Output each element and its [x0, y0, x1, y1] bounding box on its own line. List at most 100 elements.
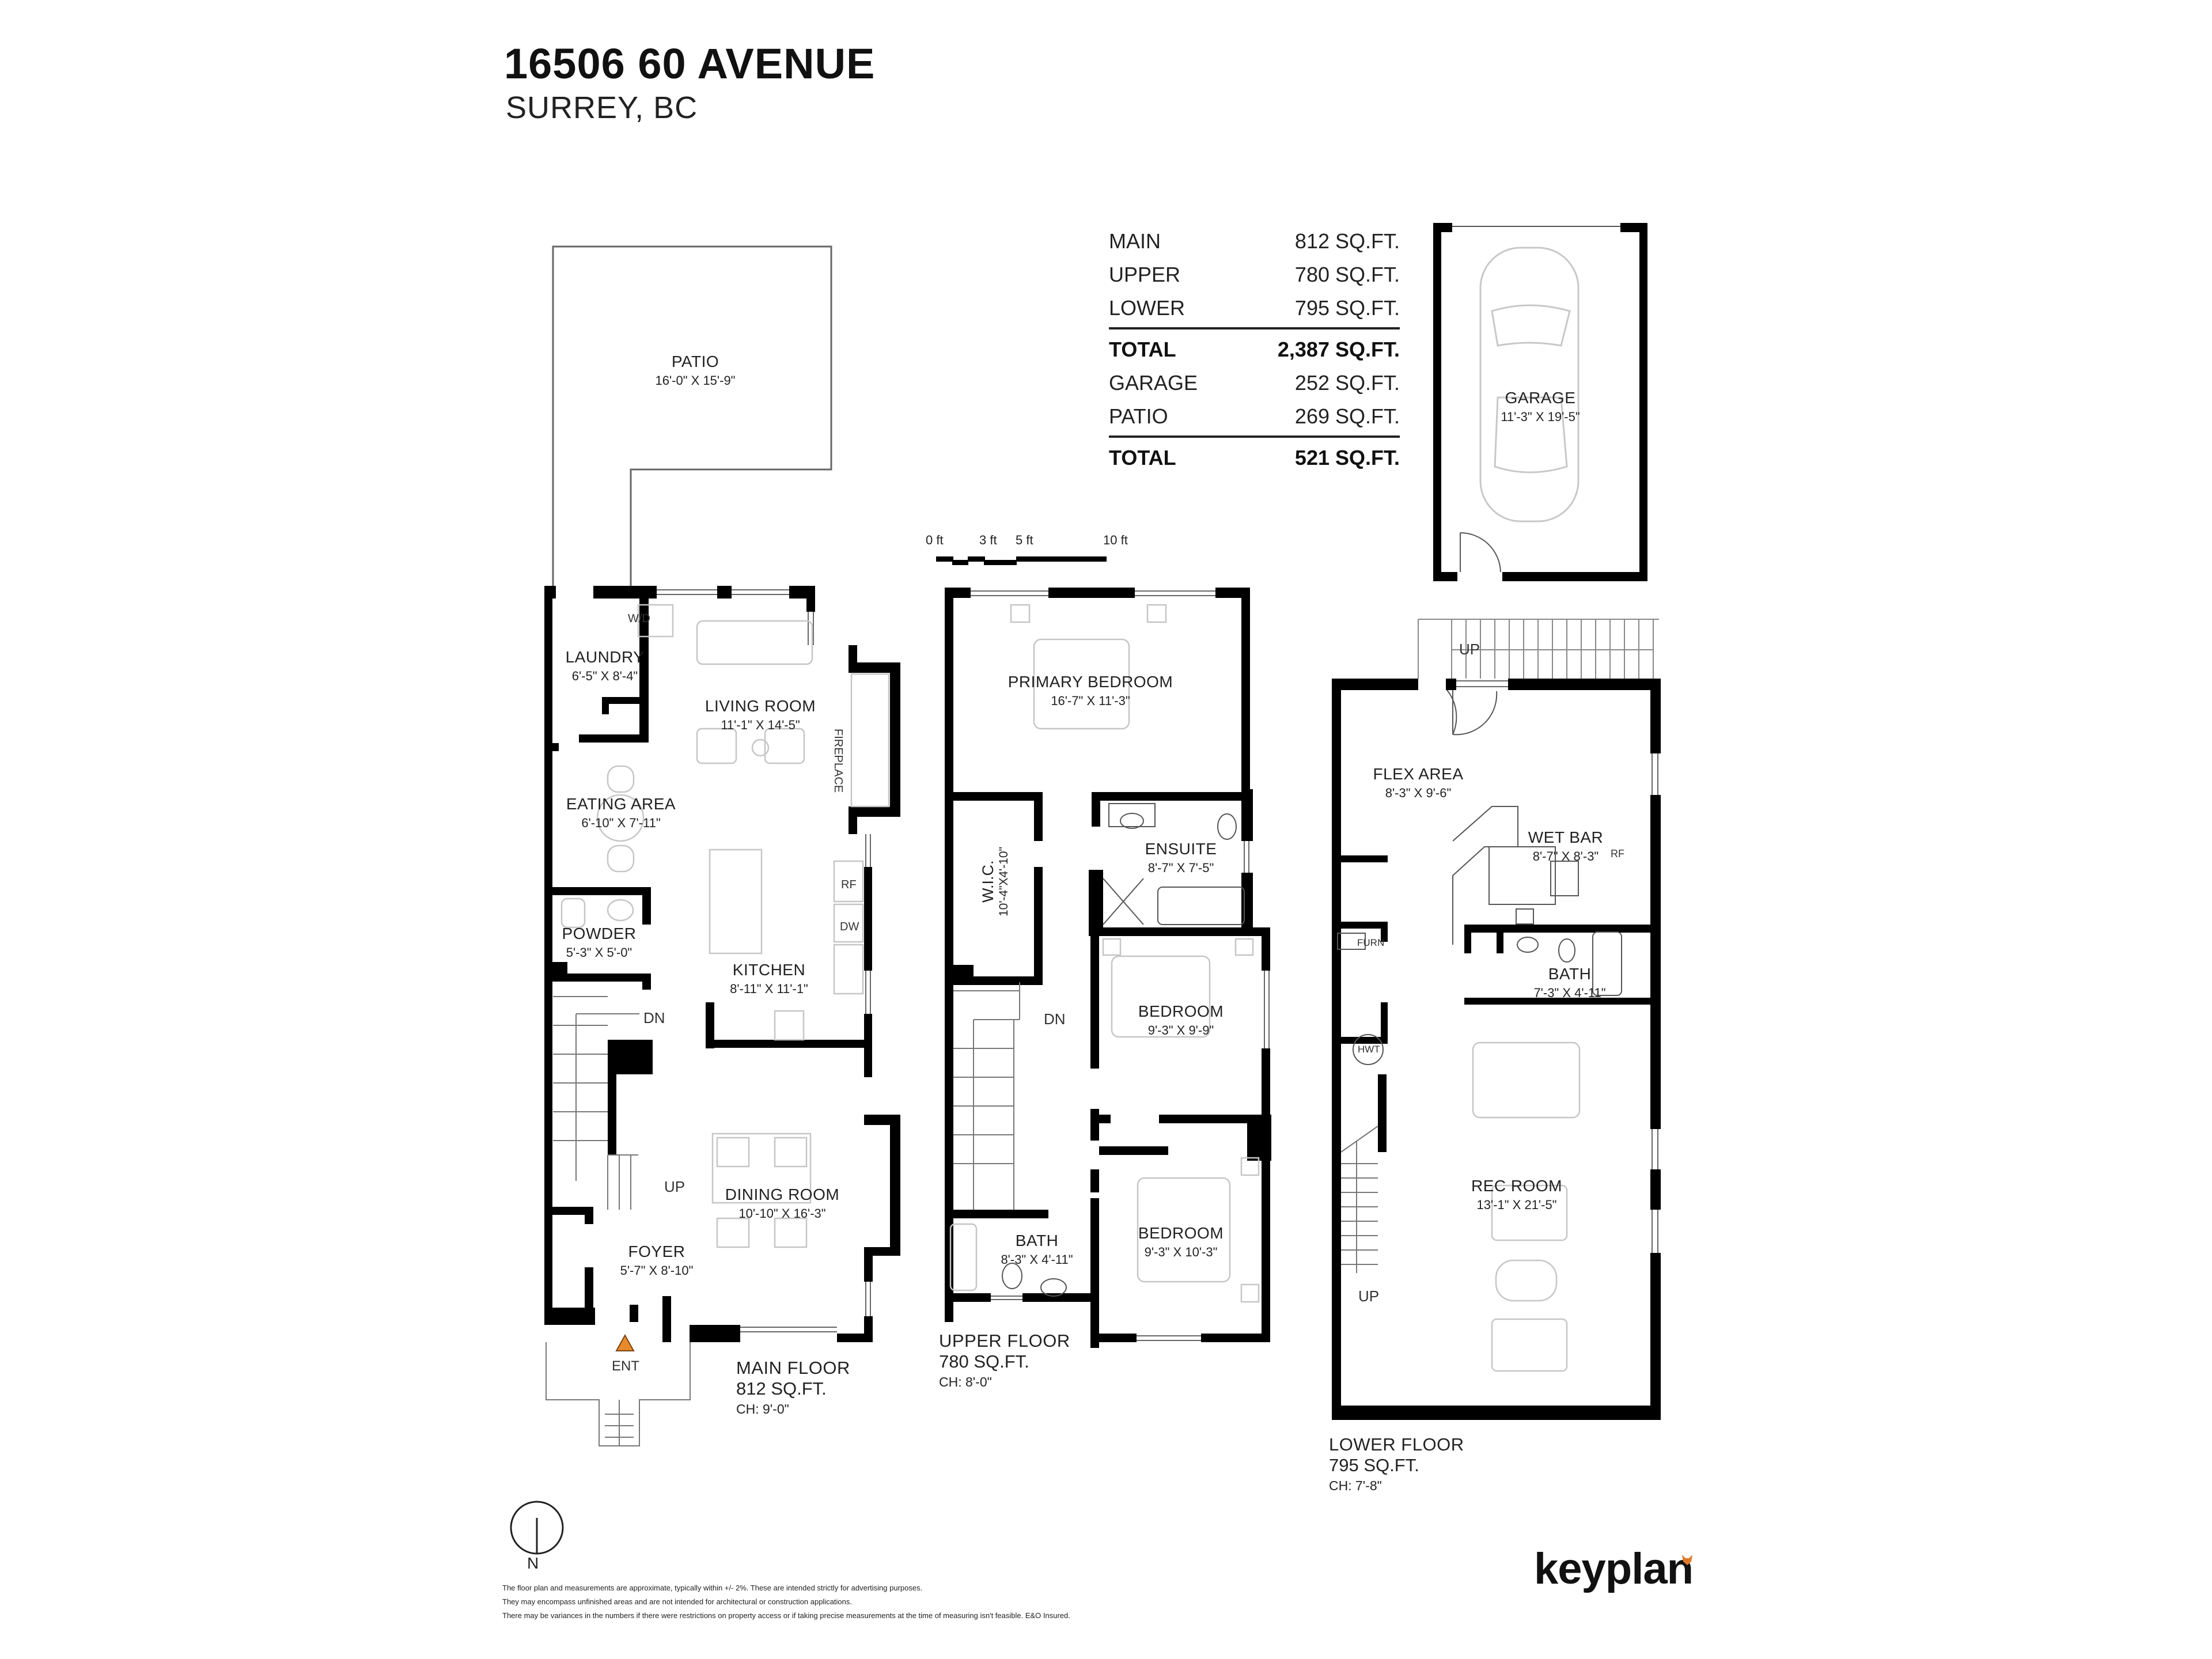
- refrigerator-label: RF: [841, 878, 857, 891]
- room-name: KITCHEN: [732, 961, 806, 979]
- room-dimensions: 5'-3" X 5'-0": [566, 945, 632, 960]
- room-dimensions: 13'-1" X 21'-5": [1476, 1198, 1557, 1212]
- summary-value: 2,387 SQ.FT.: [1277, 338, 1400, 361]
- summary-value: 252 SQ.FT.: [1294, 371, 1400, 395]
- summary-label: MAIN: [1109, 229, 1161, 253]
- upper-floor-windows: [971, 590, 1270, 1341]
- room-dimensions: 7'-3" X 4'-11": [1533, 986, 1606, 1000]
- room-name: ENSUITE: [1145, 840, 1217, 858]
- stairs-down-label: DN: [643, 1009, 665, 1027]
- entry-label: ENT: [612, 1358, 639, 1374]
- lower-exterior-stairs-up-label: UP: [1459, 641, 1480, 658]
- room-name: FLEX AREA: [1373, 765, 1464, 783]
- main-stairs: [553, 996, 639, 1210]
- floor-name: MAIN FLOOR: [736, 1358, 850, 1378]
- upper-stairs: [953, 982, 1020, 1210]
- brand-logo: keyplan: [1534, 1544, 1694, 1593]
- room-name: BATH: [1015, 1232, 1059, 1249]
- summary-value: 521 SQ.FT.: [1294, 446, 1400, 469]
- lower-floor-furniture: [1472, 1041, 1581, 1372]
- summary-label: TOTAL: [1109, 338, 1176, 361]
- summary-value: 269 SQ.FT.: [1294, 404, 1400, 428]
- room-name: BATH: [1548, 965, 1592, 983]
- north-compass-icon: [510, 1501, 564, 1555]
- floor-area: 812 SQ.FT.: [736, 1378, 827, 1399]
- disclaimer-line: They may encompass unfinished areas and …: [502, 1597, 853, 1606]
- room-name: PRIMARY BEDROOM: [1007, 673, 1173, 691]
- summary-label: UPPER: [1109, 263, 1181, 286]
- scale-tick-3: 3 ft: [979, 533, 997, 547]
- summary-row-total-extra: TOTAL 521 SQ.FT.: [1109, 441, 1400, 475]
- room-dimensions: 16'-0" X 15'-9": [655, 373, 736, 388]
- summary-value: 812 SQ.FT.: [1294, 229, 1400, 253]
- dishwasher-label: DW: [840, 921, 859, 933]
- floor-ceiling-height: CH: 8'-0": [939, 1374, 992, 1389]
- summary-row-lower: LOWER 795 SQ.FT.: [1109, 291, 1400, 325]
- hot-water-tank-label: HWT: [1358, 1044, 1380, 1055]
- room-dimensions: 8'-7" X 7'-5": [1147, 861, 1214, 875]
- room-dimensions: 8'-7" X 8'-3": [1532, 849, 1599, 863]
- room-label-wet-bar: WET BAR 8'-7" X 8'-3": [1528, 828, 1604, 864]
- garage-walls: [1433, 223, 1647, 581]
- stairs-up-label: UP: [664, 1178, 685, 1195]
- upper-floor-furniture: [949, 604, 1260, 1303]
- room-label-upper-bath: BATH 8'-3" X 4'-11": [1001, 1232, 1073, 1267]
- summary-row-patio: PATIO 269 SQ.FT.: [1109, 400, 1400, 433]
- room-dimensions: 16'-7" X 11'-3": [1051, 694, 1130, 708]
- summary-row-main: MAIN 812 SQ.FT.: [1109, 225, 1400, 258]
- summary-row-garage: GARAGE 252 SQ.FT.: [1109, 366, 1400, 400]
- room-dimensions: 8'-3" X 4'-11": [1001, 1252, 1073, 1267]
- summary-label: PATIO: [1109, 404, 1168, 428]
- room-name: EATING AREA: [566, 795, 676, 813]
- room-name: LAUNDRY: [565, 648, 645, 666]
- summary-divider: [1109, 327, 1400, 329]
- room-name: WET BAR: [1528, 828, 1604, 846]
- room-dimensions: 8'-11" X 11'-1": [730, 982, 808, 996]
- scale-tick-5: 5 ft: [1016, 533, 1033, 547]
- room-dimensions: 8'-3" X 9'-6": [1385, 786, 1452, 800]
- lower-interior-stairs-up-label: UP: [1358, 1287, 1380, 1305]
- room-label-ensuite: ENSUITE 8'-7" X 7'-5": [1145, 840, 1217, 876]
- room-label-powder: POWDER 5'-3" X 5'-0": [562, 925, 637, 960]
- main-floor-caption: MAIN FLOOR 812 SQ.FT. CH: 9'-0": [736, 1358, 850, 1417]
- room-label-garage: GARAGE 11'-3" X 19'-5": [1501, 389, 1580, 425]
- room-label-bedroom-3: BEDROOM 9'-3" X 10'-3": [1138, 1224, 1224, 1260]
- upper-bath-fixtures: [1002, 803, 1245, 1297]
- lower-interior-stairs: [1340, 1126, 1378, 1273]
- room-dimensions: 6'-5" X 8'-4": [571, 669, 638, 683]
- upper-floor-caption: UPPER FLOOR 780 SQ.FT. CH: 8'-0": [939, 1331, 1070, 1390]
- area-summary-table: MAIN 812 SQ.FT. UPPER 780 SQ.FT. LOWER 7…: [1109, 225, 1400, 475]
- room-label-foyer: FOYER 5'-7" X 8'-10": [620, 1243, 694, 1278]
- room-dimensions: 9'-3" X 9'-9": [1147, 1023, 1214, 1037]
- room-dimensions: 6'-10" X 7'-11": [581, 816, 661, 830]
- summary-row-total-living: TOTAL 2,387 SQ.FT.: [1109, 333, 1400, 366]
- room-label-wic: W.I.C. 10'-4"X4'-10": [979, 847, 1011, 916]
- property-city: SURREY, BC: [506, 90, 698, 125]
- summary-row-upper: UPPER 780 SQ.FT.: [1109, 258, 1400, 291]
- patio-outline: [552, 245, 832, 590]
- room-dimensions: 10'-4"X4'-10": [997, 847, 1010, 916]
- room-name: W.I.C.: [979, 860, 997, 903]
- room-label-laundry: LAUNDRY 6'-5" X 8'-4": [566, 648, 645, 684]
- room-name: BEDROOM: [1138, 1002, 1224, 1020]
- room-label-living-room: LIVING ROOM 11'-1" X 14'-5": [705, 697, 816, 733]
- floor-ceiling-height: CH: 7'-8": [1329, 1478, 1382, 1493]
- garage-car-icon: [1479, 247, 1580, 522]
- floor-name: LOWER FLOOR: [1329, 1434, 1464, 1455]
- room-label-patio: PATIO 16'-0" X 15'-9": [656, 353, 736, 388]
- lower-floor-caption: LOWER FLOOR 795 SQ.FT. CH: 7'-8": [1329, 1434, 1464, 1494]
- summary-label: GARAGE: [1109, 371, 1198, 395]
- floor-area: 795 SQ.FT.: [1329, 1455, 1419, 1475]
- room-name: GARAGE: [1505, 389, 1576, 407]
- summary-label: LOWER: [1109, 296, 1185, 320]
- fox-logo-icon: [1682, 1555, 1692, 1565]
- room-label-kitchen: KITCHEN 8'-11" X 11'-1": [730, 961, 808, 997]
- disclaimer-line: There may be variances in the numbers if…: [502, 1611, 1070, 1620]
- room-dimensions: 11'-1" X 14'-5": [721, 718, 800, 732]
- room-label-primary-bedroom: PRIMARY BEDROOM 16'-7" X 11'-3": [1008, 673, 1173, 709]
- scale-tick-0: 0 ft: [926, 533, 944, 547]
- upper-stairs-down-label: DN: [1044, 1010, 1066, 1028]
- room-label-flex-area: FLEX AREA 8'-3" X 9'-6": [1373, 765, 1463, 801]
- room-name: BEDROOM: [1138, 1224, 1224, 1242]
